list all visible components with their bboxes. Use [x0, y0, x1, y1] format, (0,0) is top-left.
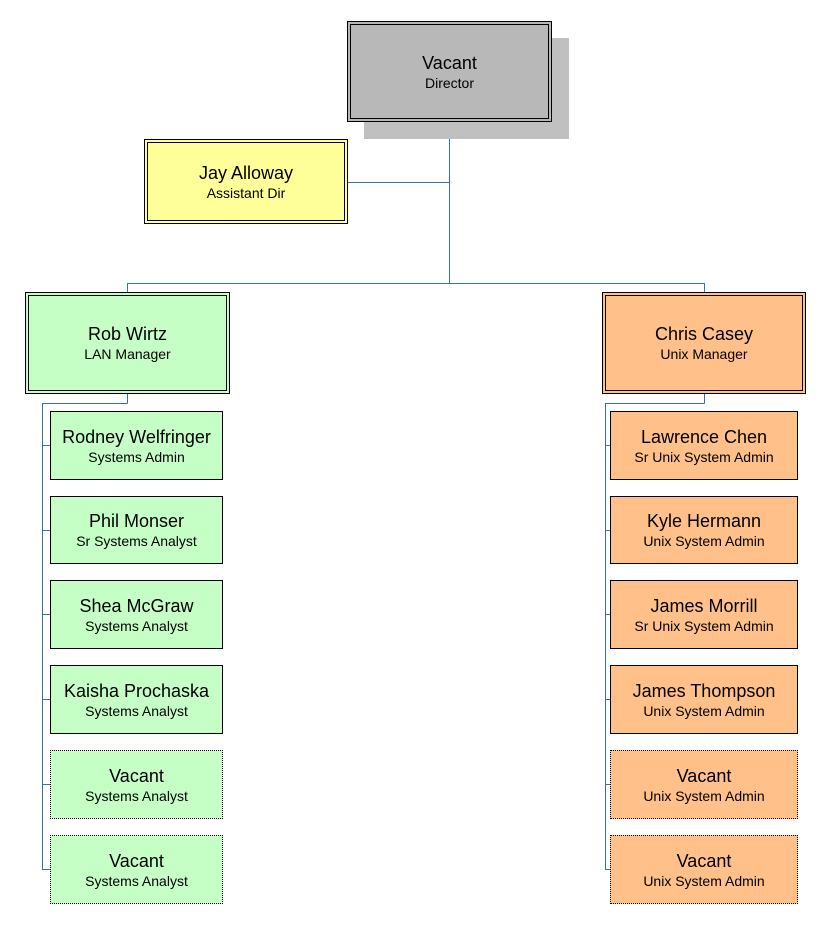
lan-vacant-box[interactable]: Vacant Systems Analyst — [50, 750, 223, 819]
director-box-inner-border — [350, 24, 549, 119]
staff-title: Systems Analyst — [85, 872, 188, 889]
staff-name: Vacant — [109, 850, 164, 871]
lan-manager-box[interactable]: Rob Wirtz LAN Manager — [25, 292, 230, 394]
staff-title: Unix System Admin — [643, 787, 765, 804]
assistant-box-inner-border — [147, 142, 345, 221]
staff-title: Sr Systems Analyst — [76, 533, 197, 549]
staff-name: Vacant — [109, 765, 164, 786]
director-title: Director — [424, 74, 474, 91]
unix-vacant-box[interactable]: Vacant Unix System Admin — [610, 835, 798, 904]
lan-manager-title: LAN Manager — [84, 346, 171, 362]
staff-title: Sr Unix System Admin — [634, 617, 774, 634]
unix-manager-title: Unix Manager — [660, 346, 748, 362]
staff-name: Vacant — [676, 850, 732, 871]
staff-name: James Thompson — [632, 680, 776, 701]
director-name: Vacant — [422, 52, 477, 73]
staff-title: Systems Analyst — [85, 702, 188, 719]
staff-name: Shea McGraw — [79, 595, 194, 616]
director-box[interactable]: Vacant Director — [347, 21, 552, 122]
lan-staff-box[interactable]: Phil Monser Sr Systems Analyst — [50, 496, 223, 564]
lan-manager-name: Rob Wirtz — [87, 324, 167, 344]
staff-name: Vacant — [676, 765, 732, 786]
staff-title: Unix System Admin — [643, 533, 765, 549]
assistant-title: Assistant Dir — [206, 184, 286, 201]
staff-title: Systems Analyst — [85, 617, 188, 634]
staff-name: Kyle Hermann — [646, 511, 762, 531]
unix-vacant-box[interactable]: Vacant Unix System Admin — [610, 750, 798, 819]
staff-title: Systems Admin — [88, 448, 185, 465]
staff-title: Unix System Admin — [643, 872, 765, 889]
unix-staff-box[interactable]: Lawrence Chen Sr Unix System Admin — [610, 411, 798, 480]
unix-manager-name: Chris Casey — [654, 324, 754, 344]
assistant-name: Jay Alloway — [198, 162, 294, 183]
unix-staff-box[interactable]: Kyle Hermann Unix System Admin — [610, 496, 798, 564]
unix-staff-box[interactable]: James Morrill Sr Unix System Admin — [610, 580, 798, 649]
staff-title: Systems Analyst — [85, 787, 188, 804]
lan-staff-box[interactable]: Kaisha Prochaska Systems Analyst — [50, 665, 223, 734]
lan-manager-box-inner-border — [28, 295, 227, 391]
staff-name: Rodney Welfringer — [62, 426, 211, 447]
staff-name: Lawrence Chen — [640, 426, 768, 447]
staff-title: Unix System Admin — [643, 702, 765, 719]
staff-name: James Morrill — [650, 595, 758, 616]
staff-title: Sr Unix System Admin — [634, 448, 774, 465]
lan-staff-box[interactable]: Shea McGraw Systems Analyst — [50, 580, 223, 649]
lan-staff-box[interactable]: Rodney Welfringer Systems Admin — [50, 411, 223, 480]
unix-manager-box[interactable]: Chris Casey Unix Manager — [602, 292, 806, 394]
staff-name: Kaisha Prochaska — [63, 680, 210, 701]
unix-staff-box[interactable]: James Thompson Unix System Admin — [610, 665, 798, 734]
unix-manager-box-inner-border — [605, 295, 803, 391]
staff-name: Phil Monser — [88, 511, 185, 531]
assistant-box[interactable]: Jay Alloway Assistant Dir — [144, 139, 348, 224]
lan-vacant-box[interactable]: Vacant Systems Analyst — [50, 835, 223, 904]
